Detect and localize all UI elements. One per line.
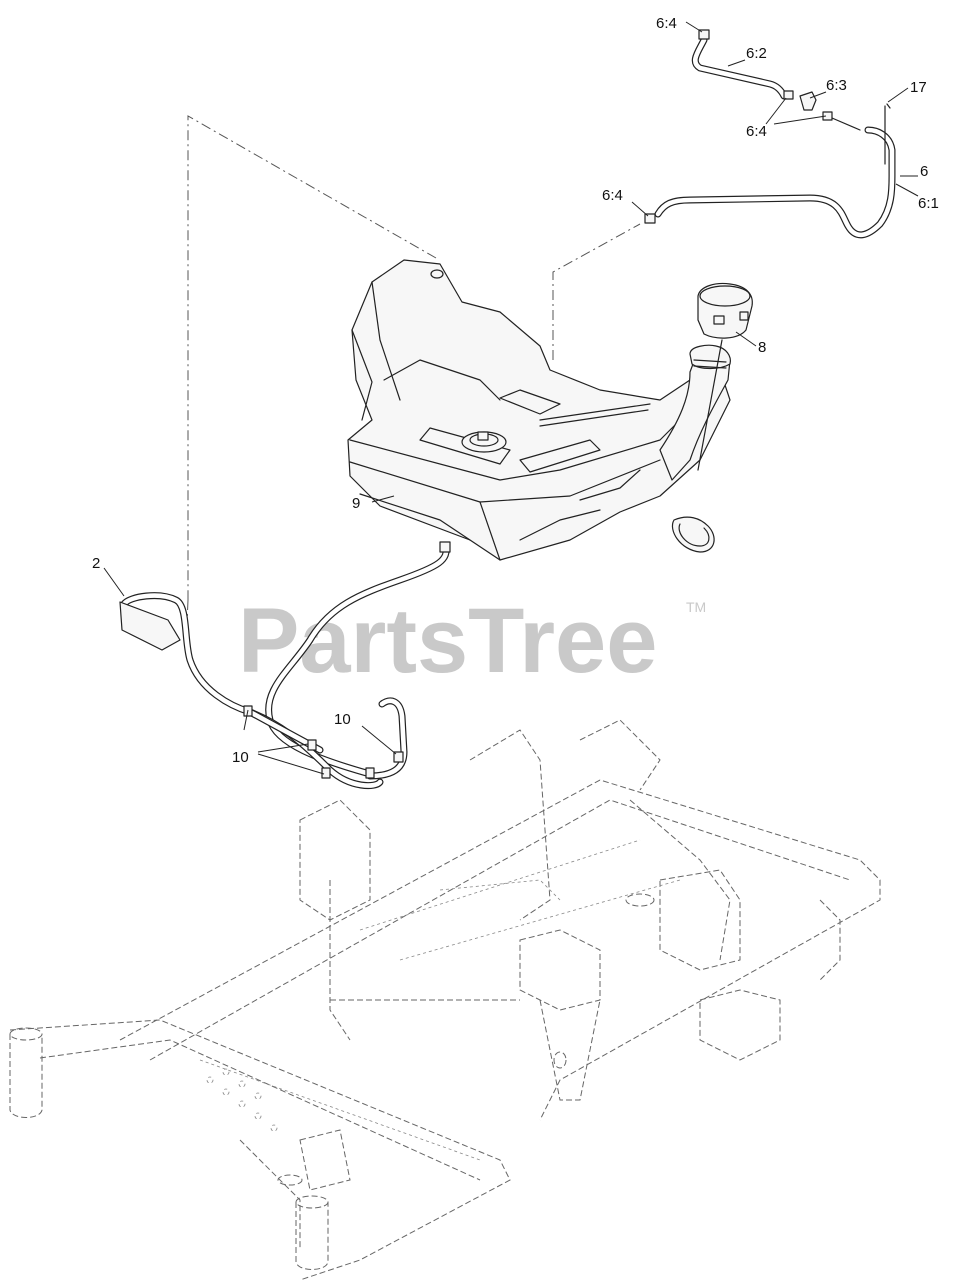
callout-6-4-left[interactable]: 6:4: [602, 187, 623, 204]
fuel-supply-hoses: [119, 541, 451, 790]
hose-clamp-c: [321, 767, 331, 779]
watermark-text: PartsTree: [238, 590, 657, 692]
leader-lines: [103, 21, 919, 775]
callout-6-4-top[interactable]: 6:4: [656, 15, 677, 32]
fuel-cap: [671, 282, 753, 553]
watermark-trademark: TM: [686, 599, 706, 615]
callout-10-left[interactable]: 10: [232, 749, 249, 766]
hose-clamp-d: [393, 751, 404, 763]
fuel-tank: [347, 259, 731, 561]
fuel-filter-bracket: [119, 601, 181, 651]
callouts: 6:4 6:2 6:3 17 6:4 6 6:1 6:4 8 9 2 10 10: [92, 15, 939, 766]
callout-17[interactable]: 17: [910, 79, 927, 96]
callout-6-3[interactable]: 6:3: [826, 77, 847, 94]
vent-hose-assembly: [644, 29, 896, 239]
callout-10-right[interactable]: 10: [334, 711, 351, 728]
callout-2[interactable]: 2: [92, 555, 100, 572]
callout-6-2[interactable]: 6:2: [746, 45, 767, 62]
callout-6-4-mid[interactable]: 6:4: [746, 123, 767, 140]
hose-clamp-e: [365, 767, 375, 779]
callout-9[interactable]: 9: [352, 495, 360, 512]
vent-fitting-left: [644, 213, 656, 224]
hose-fitting-tank: [439, 541, 451, 553]
vent-fitting-mid-a: [783, 90, 794, 100]
vent-fitting-top: [698, 29, 710, 40]
chassis-frame: [9, 719, 881, 1280]
hose-clamp-b: [307, 739, 317, 751]
callout-8[interactable]: 8: [758, 339, 766, 356]
callout-6[interactable]: 6: [920, 163, 928, 180]
callout-6-1[interactable]: 6:1: [918, 195, 939, 212]
vent-valve: [799, 91, 817, 111]
